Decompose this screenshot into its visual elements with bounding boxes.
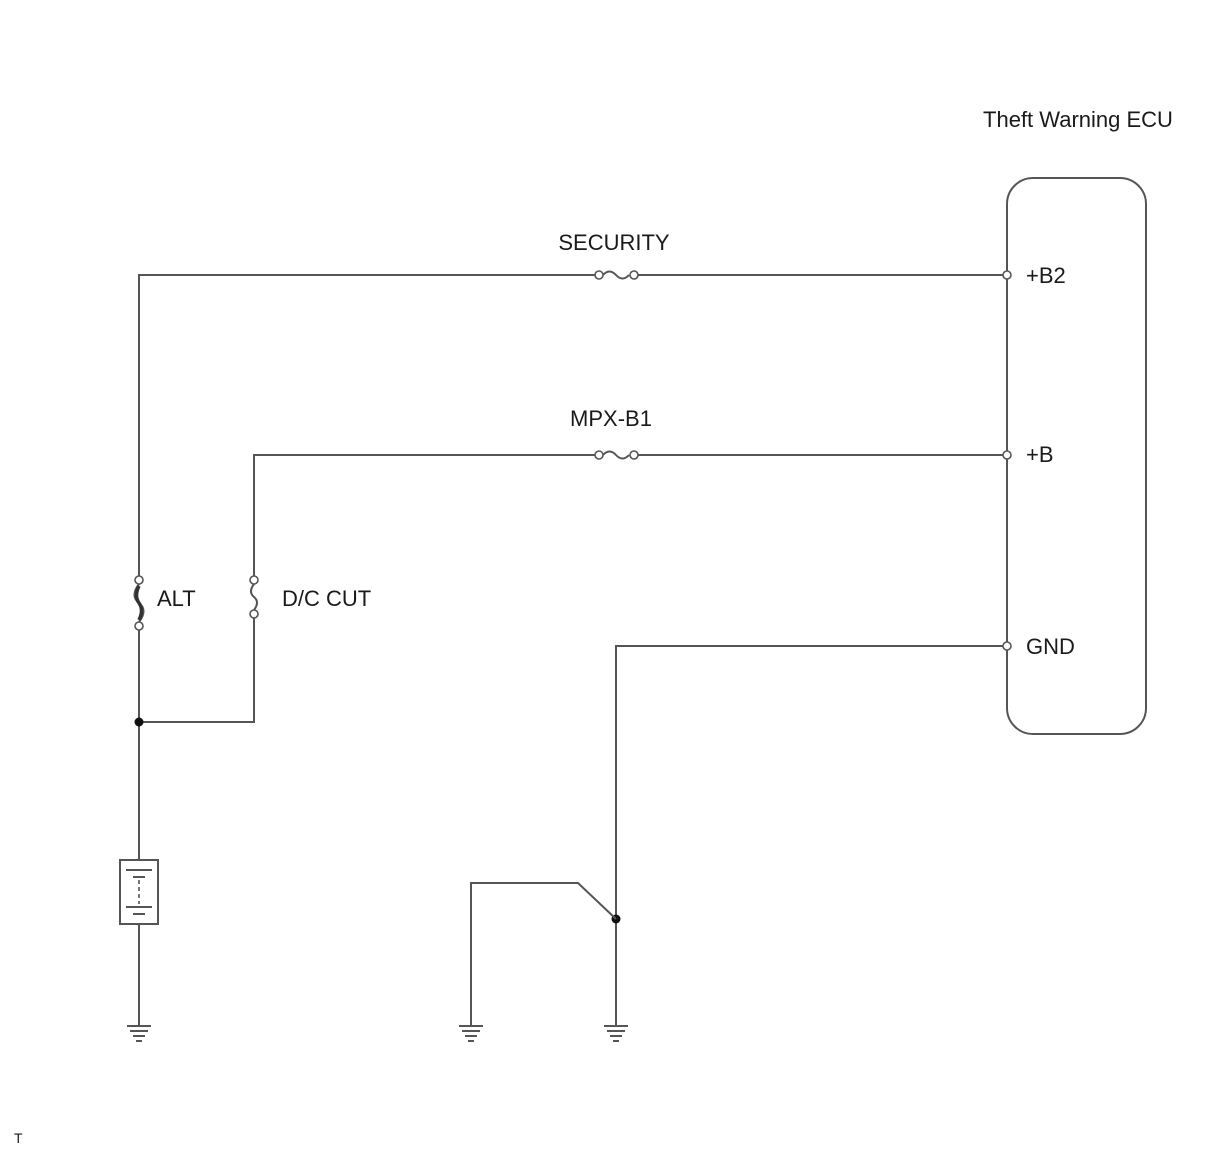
gnd-circuit — [459, 641, 1012, 1042]
fuse-terminal — [134, 575, 144, 585]
ecu-title: Theft Warning ECU — [983, 107, 1173, 132]
ground-icon — [127, 1025, 151, 1042]
fuse-terminal — [629, 450, 639, 460]
ground-icon — [604, 1025, 628, 1042]
fuse-terminal — [594, 270, 604, 280]
circuit-mpx-b1: MPX-B1 — [253, 406, 1012, 580]
ecu-pin-gnd — [1002, 641, 1012, 651]
wire — [253, 454, 598, 580]
fuse-dc-cut-symbol — [250, 583, 258, 611]
circuit-security: SECURITY — [138, 230, 1012, 580]
pin-label-b: +B — [1026, 442, 1054, 467]
fuse-mpx-b1-label: MPX-B1 — [570, 406, 652, 431]
wire — [615, 645, 1003, 1026]
fuse-terminal — [594, 450, 604, 460]
fuse-dc-cut-label: D/C CUT — [282, 586, 371, 611]
fuse-alt-link — [134, 585, 144, 621]
pin-label-b2: +B2 — [1026, 263, 1066, 288]
fuse-terminal — [249, 609, 259, 619]
ground-icon — [459, 1025, 483, 1042]
wire — [138, 274, 598, 580]
fuse-alt: ALT — [133, 575, 196, 631]
fuse-alt-label: ALT — [157, 586, 196, 611]
ecu-pin-b — [1002, 450, 1012, 460]
ecu: Theft Warning ECU +B2 +B GND — [983, 107, 1173, 735]
wire — [139, 618, 255, 723]
corner-mark: T — [14, 1130, 23, 1146]
fuse-dc-cut: D/C CUT — [249, 575, 371, 619]
fuse-security-label: SECURITY — [558, 230, 670, 255]
ecu-pin-b2 — [1002, 270, 1012, 280]
junction-dot — [134, 717, 144, 727]
fuse-terminal — [134, 621, 144, 631]
fuse-mpx-b1-symbol — [602, 450, 630, 460]
fuse-security-symbol — [602, 270, 630, 280]
pin-label-gnd: GND — [1026, 634, 1075, 659]
wire — [470, 882, 617, 1026]
fuse-terminal — [629, 270, 639, 280]
fuse-terminal — [249, 575, 259, 585]
battery-circuit — [119, 618, 255, 1042]
